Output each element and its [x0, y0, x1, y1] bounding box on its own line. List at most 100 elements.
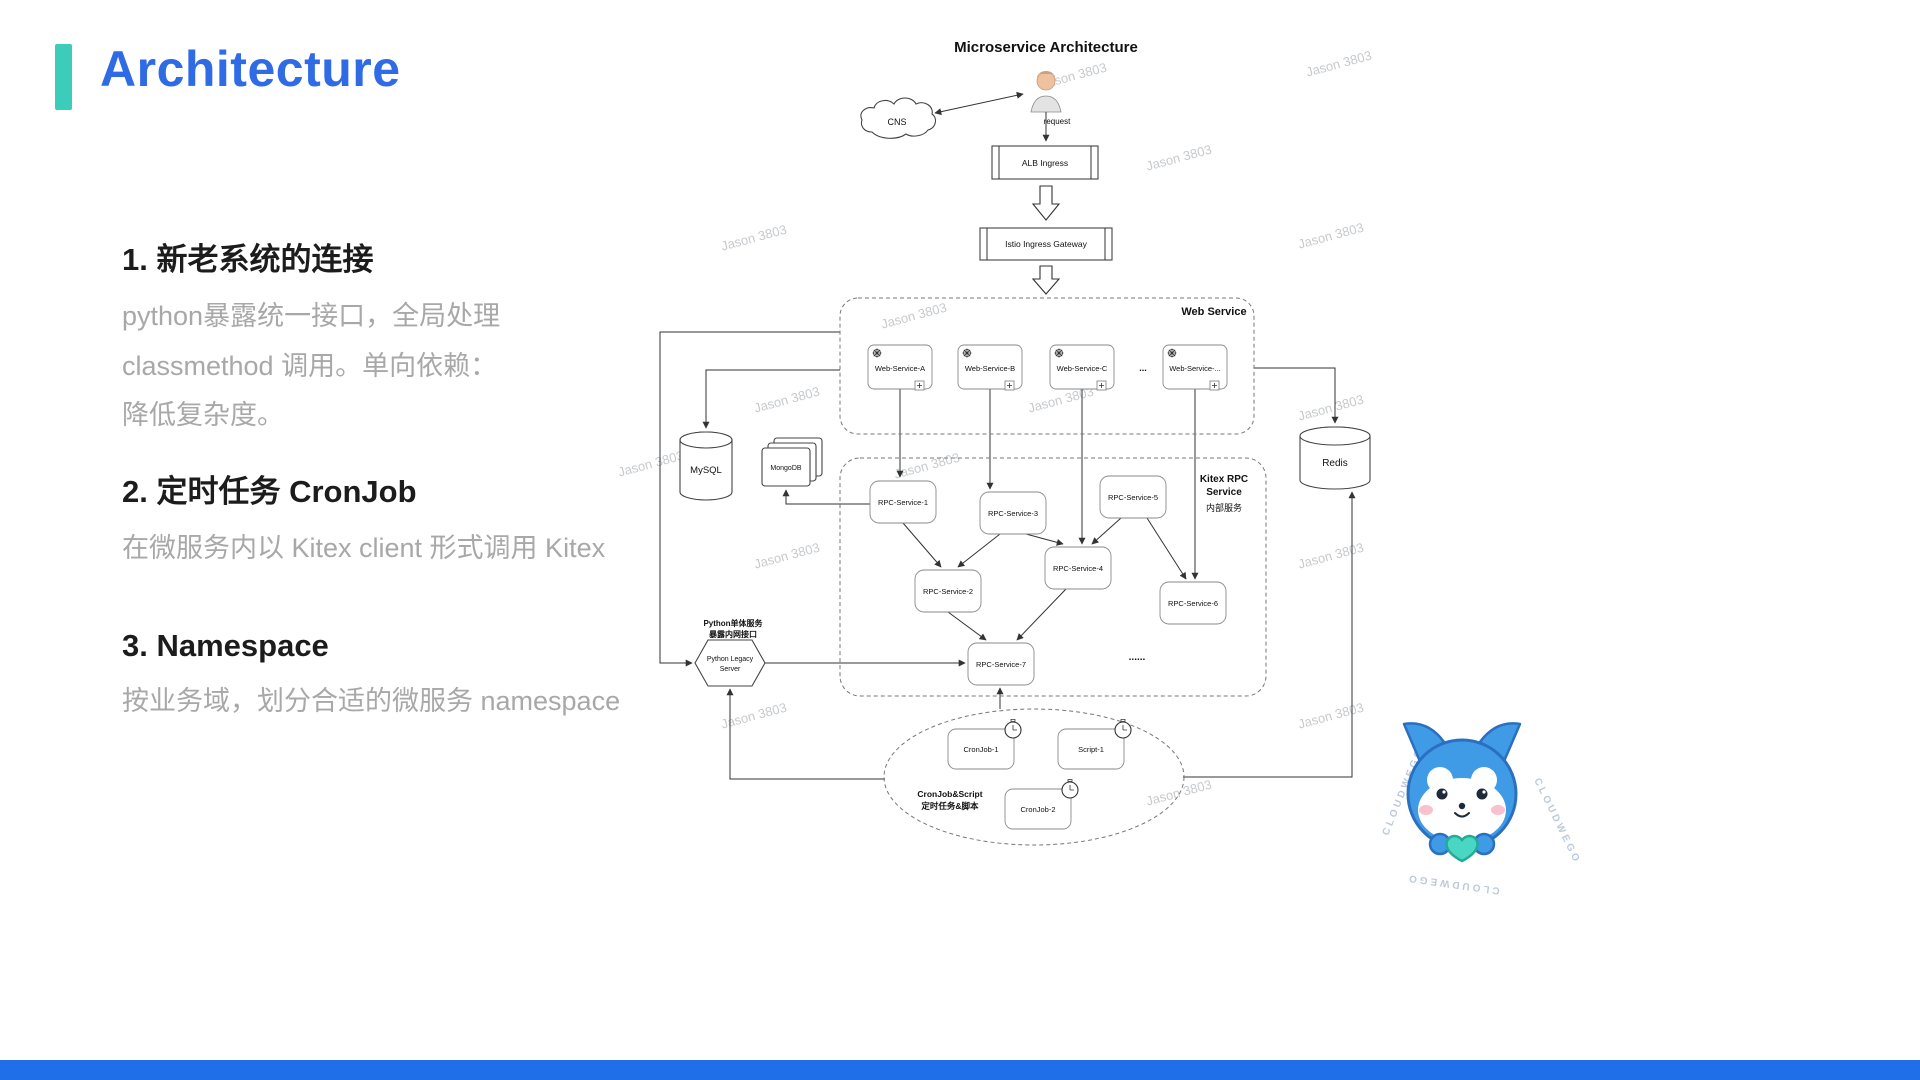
- python-caption-1: Python单体服务: [703, 618, 763, 628]
- node-mongodb: MongoDB: [761, 437, 823, 487]
- section-3-heading: 3. Namespace: [122, 628, 329, 663]
- node-rpc-service-7: RPC-Service-7: [967, 642, 1035, 686]
- clock-icon: [1004, 719, 1022, 739]
- svg-text:RPC-Service-2: RPC-Service-2: [923, 587, 973, 596]
- node-alb-ingress: ALB Ingress: [991, 145, 1099, 180]
- mongodb-label: MongoDB: [770, 465, 801, 472]
- mascot-nose: [1458, 802, 1466, 810]
- kubernetes-icon: [1054, 348, 1064, 358]
- svg-text:Jason 3803: Jason 3803: [1296, 540, 1365, 572]
- clock-icon: [1061, 779, 1079, 799]
- cron-group-label-1: CronJob&Script: [917, 789, 982, 799]
- node-cronjob-1: CronJob-1: [947, 719, 1022, 770]
- block-arrow-down-1: [1031, 185, 1061, 221]
- kubernetes-icon: [1167, 348, 1177, 358]
- svg-text:Python Legacy: Python Legacy: [707, 656, 754, 663]
- web-service-group: [839, 297, 1255, 435]
- mascot-eye-right: [1476, 788, 1488, 800]
- node-istio-gateway: Istio Ingress Gateway: [979, 227, 1113, 261]
- cns-user-arrow: [934, 91, 1024, 116]
- svg-text:CronJob-1: CronJob-1: [963, 745, 998, 754]
- section-2-line-1: 在微服务内以 Kitex client 形式调用 Kitex: [122, 533, 606, 563]
- node-redis: Redis: [1299, 426, 1371, 490]
- istio-label: Istio Ingress Gateway: [1005, 239, 1087, 249]
- user-icon: [1030, 71, 1062, 113]
- node-rpc-service-2: RPC-Service-2: [914, 569, 982, 613]
- section-3: 3. Namespace 按业务域，划分合适的微服务 namespace: [122, 628, 702, 734]
- section-1-line-1: python暴露统一接口，全局处理: [122, 301, 501, 331]
- kitex-group-label-3: 内部服务: [1206, 502, 1242, 513]
- svg-text:Web-Service-...: Web-Service-...: [1169, 364, 1221, 373]
- mascot-eye-left: [1436, 788, 1448, 800]
- svg-text:Jason 3803: Jason 3803: [892, 450, 961, 482]
- diagram-title: Microservice Architecture: [954, 39, 1138, 56]
- python-caption-2: 暴露内网接口: [708, 629, 757, 639]
- kubernetes-icon: [962, 348, 972, 358]
- page-title: Architecture: [100, 41, 401, 97]
- web-ellipsis: ...: [1139, 363, 1147, 373]
- mysql-label: MySQL: [690, 465, 722, 476]
- svg-text:Jason 3803: Jason 3803: [1296, 220, 1365, 252]
- node-web-service-c: Web-Service-C: [1049, 344, 1115, 391]
- svg-text:Jason 3803: Jason 3803: [1296, 700, 1365, 732]
- section-2-heading: 2. 定时任务 CronJob: [122, 474, 417, 509]
- svg-text:RPC-Service-6: RPC-Service-6: [1168, 599, 1218, 608]
- svg-text:Jason 3803: Jason 3803: [1304, 48, 1373, 80]
- svg-text:Web-Service-A: Web-Service-A: [875, 364, 925, 373]
- cronjob-group: [883, 708, 1185, 846]
- svg-text:RPC-Service-4: RPC-Service-4: [1053, 564, 1103, 573]
- section-2: 2. 定时任务 CronJob 在微服务内以 Kitex client 形式调用…: [122, 466, 702, 581]
- request-label: request: [1044, 117, 1071, 126]
- kitex-group-label-2: Service: [1206, 487, 1242, 498]
- redis-label: Redis: [1322, 458, 1348, 469]
- svg-text:CronJob-2: CronJob-2: [1020, 805, 1055, 814]
- svg-text:Jason 3803: Jason 3803: [616, 448, 685, 480]
- cloudwego-mascot: CLOUDWEGO CLOUDWEGO CLOUDWEGO: [1381, 722, 1582, 896]
- clock-icon: [1114, 719, 1132, 739]
- kubernetes-icon: [872, 348, 882, 358]
- svg-text:Jason 3803: Jason 3803: [879, 300, 948, 332]
- node-rpc-service-5: RPC-Service-5: [1099, 475, 1167, 519]
- node-rpc-service-1: RPC-Service-1: [869, 480, 937, 524]
- node-web-service-a: Web-Service-A: [867, 344, 933, 391]
- title-accent-bar: [55, 44, 72, 110]
- node-rpc-service-3: RPC-Service-3: [979, 491, 1047, 535]
- section-1-heading: 1. 新老系统的连接: [122, 242, 374, 277]
- cloud-cns-label: CNS: [887, 117, 906, 127]
- node-script-1: Script-1: [1057, 719, 1132, 770]
- connector-lines: [659, 331, 1356, 780]
- svg-text:RPC-Service-7: RPC-Service-7: [976, 660, 1026, 669]
- cloud-cns-node: CNS: [860, 97, 937, 139]
- svg-text:Server: Server: [720, 666, 741, 673]
- section-1-line-2: classmethod 调用。单向依赖：: [122, 350, 498, 381]
- footer-bar: [0, 1060, 1920, 1080]
- svg-text:Jason 3803: Jason 3803: [1144, 142, 1213, 174]
- svg-text:Jason 3803: Jason 3803: [719, 222, 788, 254]
- svg-text:Jason 3803: Jason 3803: [752, 540, 821, 572]
- node-mysql: MySQL: [679, 431, 733, 501]
- svg-text:Jason 3803: Jason 3803: [1144, 777, 1213, 809]
- node-web-service-b: Web-Service-B: [957, 344, 1023, 391]
- web-service-group-label: Web Service: [1181, 306, 1246, 318]
- svg-text:Jason 3803: Jason 3803: [1296, 392, 1365, 424]
- svg-text:Web-Service-C: Web-Service-C: [1057, 364, 1108, 373]
- node-python-legacy-server: Python Legacy Server: [694, 639, 766, 687]
- cron-group-label-2: 定时任务&脚本: [920, 801, 979, 811]
- svg-text:RPC-Service-5: RPC-Service-5: [1108, 493, 1158, 502]
- node-rpc-service-6: RPC-Service-6: [1159, 581, 1227, 625]
- kitex-rpc-group: [839, 457, 1267, 697]
- svg-text:Script-1: Script-1: [1078, 745, 1104, 754]
- mascot-ring-text: CLOUDWEGO: [1531, 776, 1582, 866]
- svg-text:Web-Service-B: Web-Service-B: [965, 364, 1015, 373]
- block-arrow-down-2: [1031, 265, 1061, 295]
- section-1: 1. 新老系统的连接 python暴露统一接口，全局处理 classmethod…: [122, 234, 702, 448]
- node-web-service-more: Web-Service-...: [1162, 344, 1228, 391]
- svg-text:Jason 3803: Jason 3803: [752, 384, 821, 416]
- node-cronjob-2: CronJob-2: [1004, 779, 1079, 830]
- alb-label: ALB Ingress: [1022, 158, 1068, 168]
- rpc-ellipsis: ......: [1129, 652, 1146, 663]
- mascot-heart-icon: [1445, 834, 1479, 863]
- section-1-line-3: 降低复杂度。: [122, 400, 284, 431]
- mascot-ring-text: CLOUDWEGO: [1406, 872, 1501, 896]
